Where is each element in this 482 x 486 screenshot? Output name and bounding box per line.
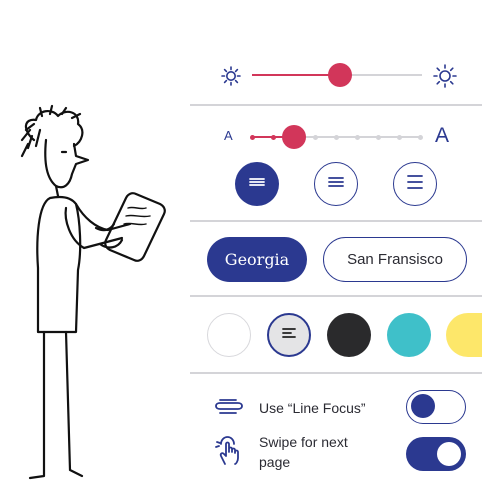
swipe-toggle-knob [437,442,461,466]
font-size-small-label: A [224,128,233,143]
font-georgia-button[interactable]: Georgia [207,237,307,282]
swipe-hand-icon [215,434,243,473]
swipe-label-line2: page [259,454,291,470]
font-san-fransisco-button[interactable]: San Fransisco [323,237,467,282]
line-focus-toggle[interactable] [406,390,466,424]
theme-yellow-swatch[interactable] [446,313,482,357]
theme-white-swatch[interactable] [207,313,251,357]
font-size-large-label: A [435,124,450,147]
theme-dark-swatch[interactable] [327,313,371,357]
lines-tight-icon [247,175,267,194]
line-spacing-normal-button[interactable] [314,162,358,206]
sun-large-icon [432,63,458,94]
sun-small-icon [220,65,242,92]
divider [190,104,482,106]
font-size-step-dot[interactable] [375,134,381,140]
swipe-label-line1: Swipe for next [259,434,348,450]
font-size-slider[interactable] [249,124,423,150]
font-size-step-dot[interactable] [417,134,423,140]
font-size-step-dot[interactable] [333,134,339,140]
lines-normal-icon [326,174,346,195]
lines-loose-icon [405,172,425,197]
font-size-step-dot[interactable] [396,134,402,140]
font-san-fransisco-label: San Fransisco [347,251,443,268]
line-focus-icon [214,396,244,421]
person-reading-illustration [20,104,166,480]
brightness-fill [252,73,341,76]
brightness-thumb[interactable] [328,63,353,87]
brightness-slider[interactable] [252,62,422,88]
theme-gray-swatch[interactable] [267,313,311,357]
align-left-icon [281,326,297,344]
font-size-step-dot[interactable] [249,134,255,140]
theme-teal-swatch[interactable] [387,313,431,357]
swipe-toggle[interactable] [406,437,466,471]
line-spacing-loose-button[interactable] [393,162,437,206]
font-size-step-dot[interactable] [270,134,276,140]
font-georgia-label: Georgia [224,250,290,269]
line-focus-label: Use “Line Focus” [259,400,366,416]
line-spacing-tight-button[interactable] [235,162,279,206]
divider [190,220,482,222]
font-size-step-dot[interactable] [354,134,360,140]
divider [190,372,482,374]
divider [190,295,482,297]
font-size-thumb[interactable] [282,125,306,149]
font-size-step-dot[interactable] [312,134,318,140]
line-focus-toggle-knob [411,394,435,419]
